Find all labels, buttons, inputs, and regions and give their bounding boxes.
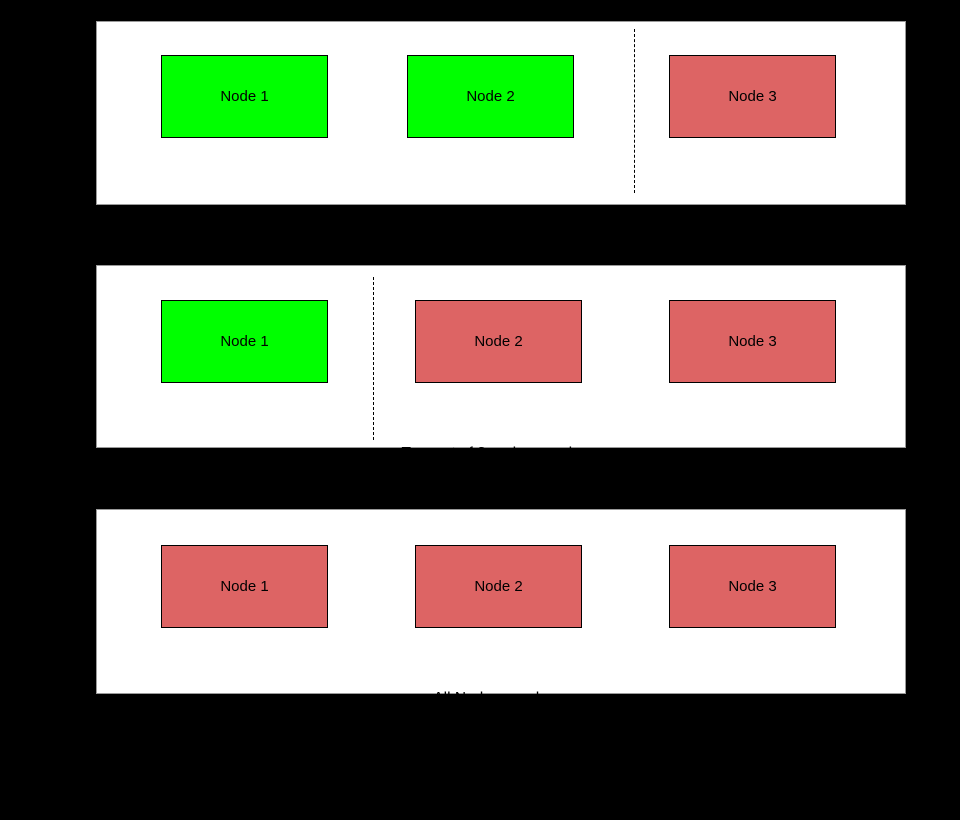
- node-box-p3-n3[interactable]: Node 3: [669, 545, 836, 628]
- node-box-p1-n3[interactable]: Node 3: [669, 55, 836, 138]
- node-label: Node 3: [728, 578, 777, 595]
- node-label: Node 1: [220, 88, 269, 105]
- node-box-p1-n2[interactable]: Node 2: [407, 55, 574, 138]
- node-label: Node 3: [728, 333, 777, 350]
- node-box-p2-n1[interactable]: Node 1: [161, 300, 328, 383]
- node-label: Node 2: [474, 578, 523, 595]
- caption-line-1: Two out of 3 nodes are down: [401, 445, 601, 462]
- node-box-p3-n1[interactable]: Node 1: [161, 545, 328, 628]
- quorum-divider-p2: [373, 277, 374, 440]
- node-label: Node 2: [474, 333, 523, 350]
- node-label: Node 2: [466, 88, 515, 105]
- node-box-p3-n2[interactable]: Node 2: [415, 545, 582, 628]
- node-label: Node 1: [220, 333, 269, 350]
- node-box-p2-n2[interactable]: Node 2: [415, 300, 582, 383]
- panel-majority-up: Node 1 Node 2 Node 3 Two out of 3 nodes …: [96, 21, 906, 299]
- panel-caption-p3: All Nodes are down Majority Fails & Clus…: [252, 644, 749, 820]
- panel-majority-down: Node 1 Node 2 Node 3 Two out of 3 nodes …: [96, 265, 906, 528]
- quorum-divider-p1: [634, 29, 635, 193]
- caption-line-1: Two out of 3 nodes are up: [377, 216, 557, 233]
- caption-line-1: All Nodes are down: [433, 690, 568, 707]
- node-label: Node 3: [728, 88, 777, 105]
- node-label: Node 1: [220, 578, 269, 595]
- caption-line-2: Majority Fails & Cluster Stops: [398, 756, 603, 773]
- diagram-canvas: Node 1 Node 2 Node 3 Two out of 3 nodes …: [96, 21, 906, 773]
- panel-all-down: Node 1 Node 2 Node 3 All Nodes are down …: [96, 509, 906, 773]
- node-box-p1-n1[interactable]: Node 1: [161, 55, 328, 138]
- node-box-p2-n3[interactable]: Node 3: [669, 300, 836, 383]
